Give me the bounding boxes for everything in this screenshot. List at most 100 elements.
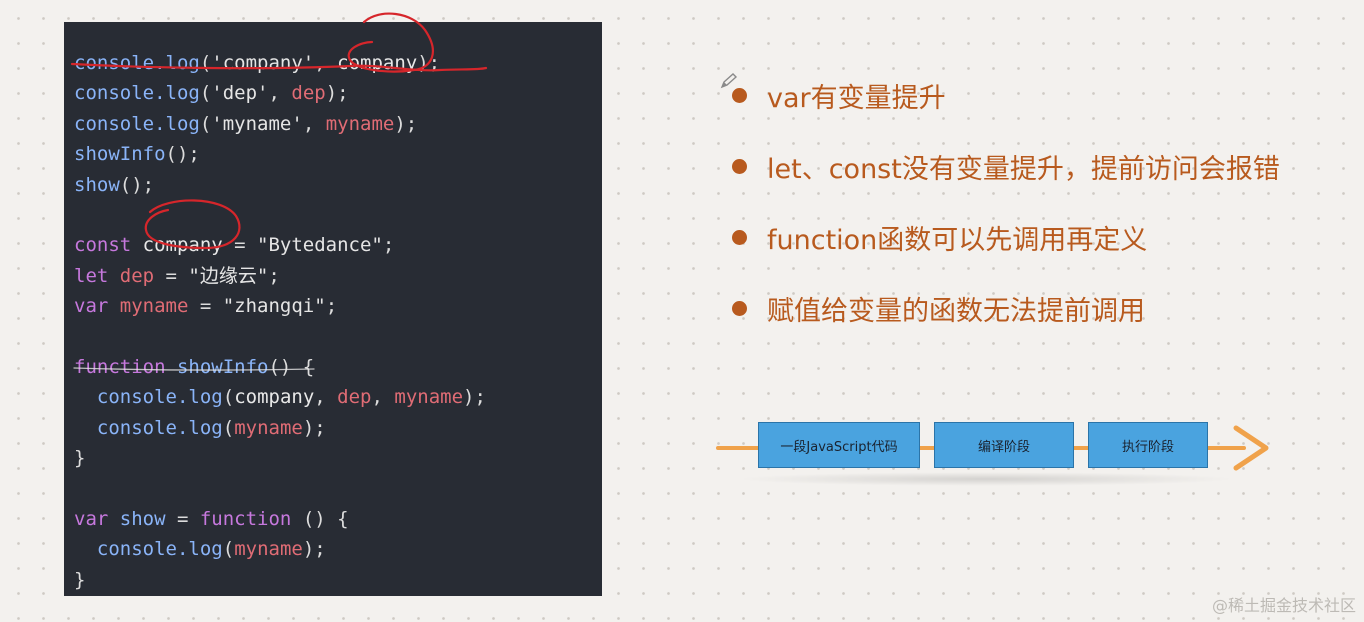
arrow-right-icon (1233, 425, 1269, 471)
code-token: "边缘云" (188, 264, 269, 287)
code-token: myname (119, 295, 189, 318)
code-token: show (74, 173, 120, 196)
code-token: = (165, 507, 200, 530)
code-line: console.log(company, dep, myname); (74, 382, 602, 412)
code-token: (); (165, 143, 200, 166)
code-token: company (234, 386, 315, 409)
code-token: ); (394, 112, 418, 135)
code-token: show (119, 507, 166, 530)
code-panel: console.log('company', company);console.… (64, 22, 602, 596)
code-token: ( (199, 52, 212, 74)
bullet-list: var有变量提升 let、const没有变量提升，提前访问会报错 functio… (720, 60, 1352, 344)
code-token: ); (463, 386, 486, 409)
code-token: ); (417, 52, 441, 74)
list-item: 赋值给变量的函数无法提前调用 (732, 273, 1352, 344)
code-token: } (74, 568, 86, 591)
code-line: showInfo(); (74, 139, 602, 169)
code-token: company (142, 234, 223, 257)
code-token: console.log (96, 416, 223, 439)
code-token: myname (325, 112, 395, 135)
watermark: @稀土掘金技术社区 (1211, 596, 1356, 615)
code-token: console.log (74, 52, 200, 74)
code-token: () { (291, 507, 349, 530)
code-token: function (74, 355, 177, 378)
code-line: function showInfo() { (74, 352, 602, 382)
pipeline-step: 一段JavaScript代码 (758, 422, 920, 468)
code-line: var myname = "zhangqi"; (74, 291, 602, 321)
code-token: , (302, 112, 326, 135)
code-block: console.log('company', company);console.… (74, 48, 602, 595)
code-token: var (74, 507, 120, 530)
code-token: 'company' (211, 52, 315, 74)
code-token: console.log (96, 538, 223, 561)
code-line: let dep = "边缘云"; (74, 261, 602, 291)
code-token: , (314, 52, 338, 74)
code-token: ( (199, 82, 212, 105)
code-token: ); (302, 538, 326, 561)
code-token: showInfo (176, 355, 269, 378)
code-token: var (74, 295, 120, 318)
code-token: , (371, 386, 395, 409)
list-item: function函数可以先调用再定义 (732, 202, 1352, 273)
code-token: ; (268, 264, 280, 287)
code-line: console.log('dep', dep); (74, 78, 602, 108)
code-token: = (154, 264, 189, 287)
pipeline-step: 执行阶段 (1088, 422, 1208, 468)
code-token: "Bytedance" (257, 234, 383, 257)
code-line: console.log('myname', myname); (74, 109, 602, 139)
code-token: ( (222, 416, 235, 439)
code-token: , (268, 82, 292, 105)
code-line: const company = "Bytedance"; (74, 230, 602, 260)
code-token: ); (325, 82, 349, 105)
list-item: let、const没有变量提升，提前访问会报错 (732, 131, 1352, 202)
code-line (74, 322, 602, 352)
code-line: show(); (74, 170, 602, 200)
list-item: var有变量提升 (720, 60, 1352, 131)
code-token: console.log (74, 112, 200, 135)
code-token: = (188, 295, 223, 318)
code-token: myname (234, 538, 303, 561)
bullet-dot (732, 301, 747, 316)
code-token: = (222, 234, 258, 257)
bullet-text: var有变量提升 (767, 83, 946, 114)
code-token: console.log (74, 82, 200, 105)
bullet-dot (732, 159, 747, 174)
code-token: 'dep' (211, 82, 269, 105)
code-token: myname (234, 416, 303, 439)
code-token: dep (337, 386, 372, 409)
pipeline-shadow (736, 472, 1236, 486)
code-token: ( (222, 386, 235, 409)
code-token: () { (268, 355, 315, 378)
code-token: dep (291, 82, 326, 105)
code-token: , (314, 386, 338, 409)
code-token: let (74, 264, 120, 287)
pipeline-diagram: 一段JavaScript代码 编译阶段 执行阶段 (716, 414, 1276, 494)
code-token: function (199, 507, 292, 530)
code-token: dep (119, 264, 155, 287)
code-token: ; (325, 295, 338, 318)
code-token: console.log (96, 386, 223, 409)
code-token (74, 417, 97, 439)
code-line: console.log('company', company); (74, 48, 602, 78)
bullet-text: function函数可以先调用再定义 (767, 225, 1148, 256)
code-token (74, 386, 97, 408)
code-line: var show = function () { (74, 504, 602, 534)
code-token: "zhangqi" (222, 295, 326, 318)
code-token: ( (222, 538, 235, 561)
code-token: ); (302, 416, 326, 439)
bullet-text: let、const没有变量提升，提前访问会报错 (767, 154, 1280, 185)
code-token (74, 538, 97, 560)
code-token: myname (394, 386, 464, 409)
pipeline-step: 编译阶段 (934, 422, 1074, 468)
code-token: 'myname' (211, 112, 303, 135)
pen-icon (720, 73, 738, 89)
bullet-text: 赋值给变量的函数无法提前调用 (767, 296, 1145, 327)
code-line (74, 473, 602, 503)
code-line: console.log(myname); (74, 413, 602, 443)
code-line: console.log(myname); (74, 534, 602, 564)
code-token: (); (119, 173, 155, 196)
bullet-dot (732, 88, 747, 103)
bullet-dot (732, 230, 747, 245)
code-token: ; (382, 234, 395, 257)
code-line: } (74, 565, 602, 595)
